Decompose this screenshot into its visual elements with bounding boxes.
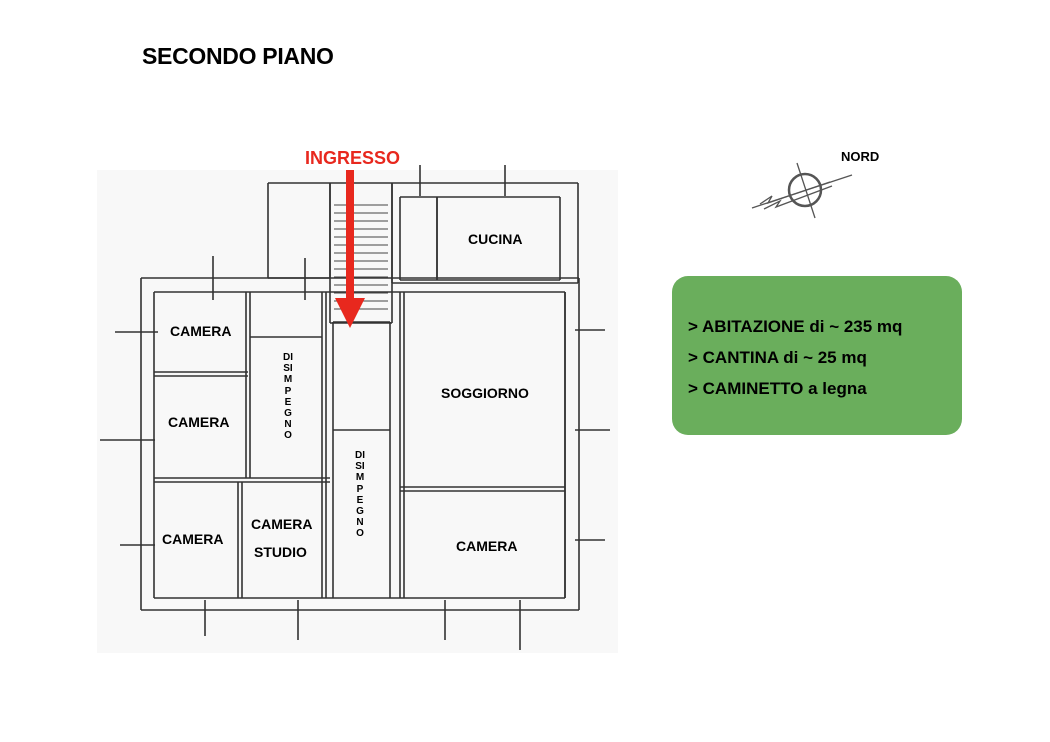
room-camera-2: CAMERA bbox=[168, 414, 229, 430]
feature-cantina: > CANTINA di ~ 25 mq bbox=[688, 348, 867, 367]
feature-caminetto: > CAMINETTO a legna bbox=[688, 379, 867, 398]
room-camera-studio-line2: STUDIO bbox=[254, 544, 307, 560]
room-camera-4: CAMERA bbox=[456, 538, 517, 554]
features-box: > ABITAZIONE di ~ 235 mq > CANTINA di ~ … bbox=[672, 276, 962, 435]
room-camera-3: CAMERA bbox=[162, 531, 223, 547]
entrance-arrow-icon bbox=[335, 170, 365, 328]
room-soggiorno: SOGGIORNO bbox=[441, 385, 529, 401]
compass-label: NORD bbox=[841, 149, 879, 164]
room-disimpegno-2: DISIMPEGNO bbox=[355, 450, 365, 540]
room-camera-studio-line1: CAMERA bbox=[251, 516, 312, 532]
staircase bbox=[334, 204, 388, 310]
room-disimpegno-1: DISIMPEGNO bbox=[283, 352, 293, 442]
feature-abitazione: > ABITAZIONE di ~ 235 mq bbox=[688, 317, 903, 336]
compass-icon bbox=[751, 162, 853, 219]
room-camera-1: CAMERA bbox=[170, 323, 231, 339]
page-title: SECONDO PIANO bbox=[142, 43, 334, 69]
walls bbox=[100, 165, 610, 650]
plan-background bbox=[97, 170, 618, 653]
entrance-label: INGRESSO bbox=[305, 148, 400, 168]
room-cucina: CUCINA bbox=[468, 231, 522, 247]
